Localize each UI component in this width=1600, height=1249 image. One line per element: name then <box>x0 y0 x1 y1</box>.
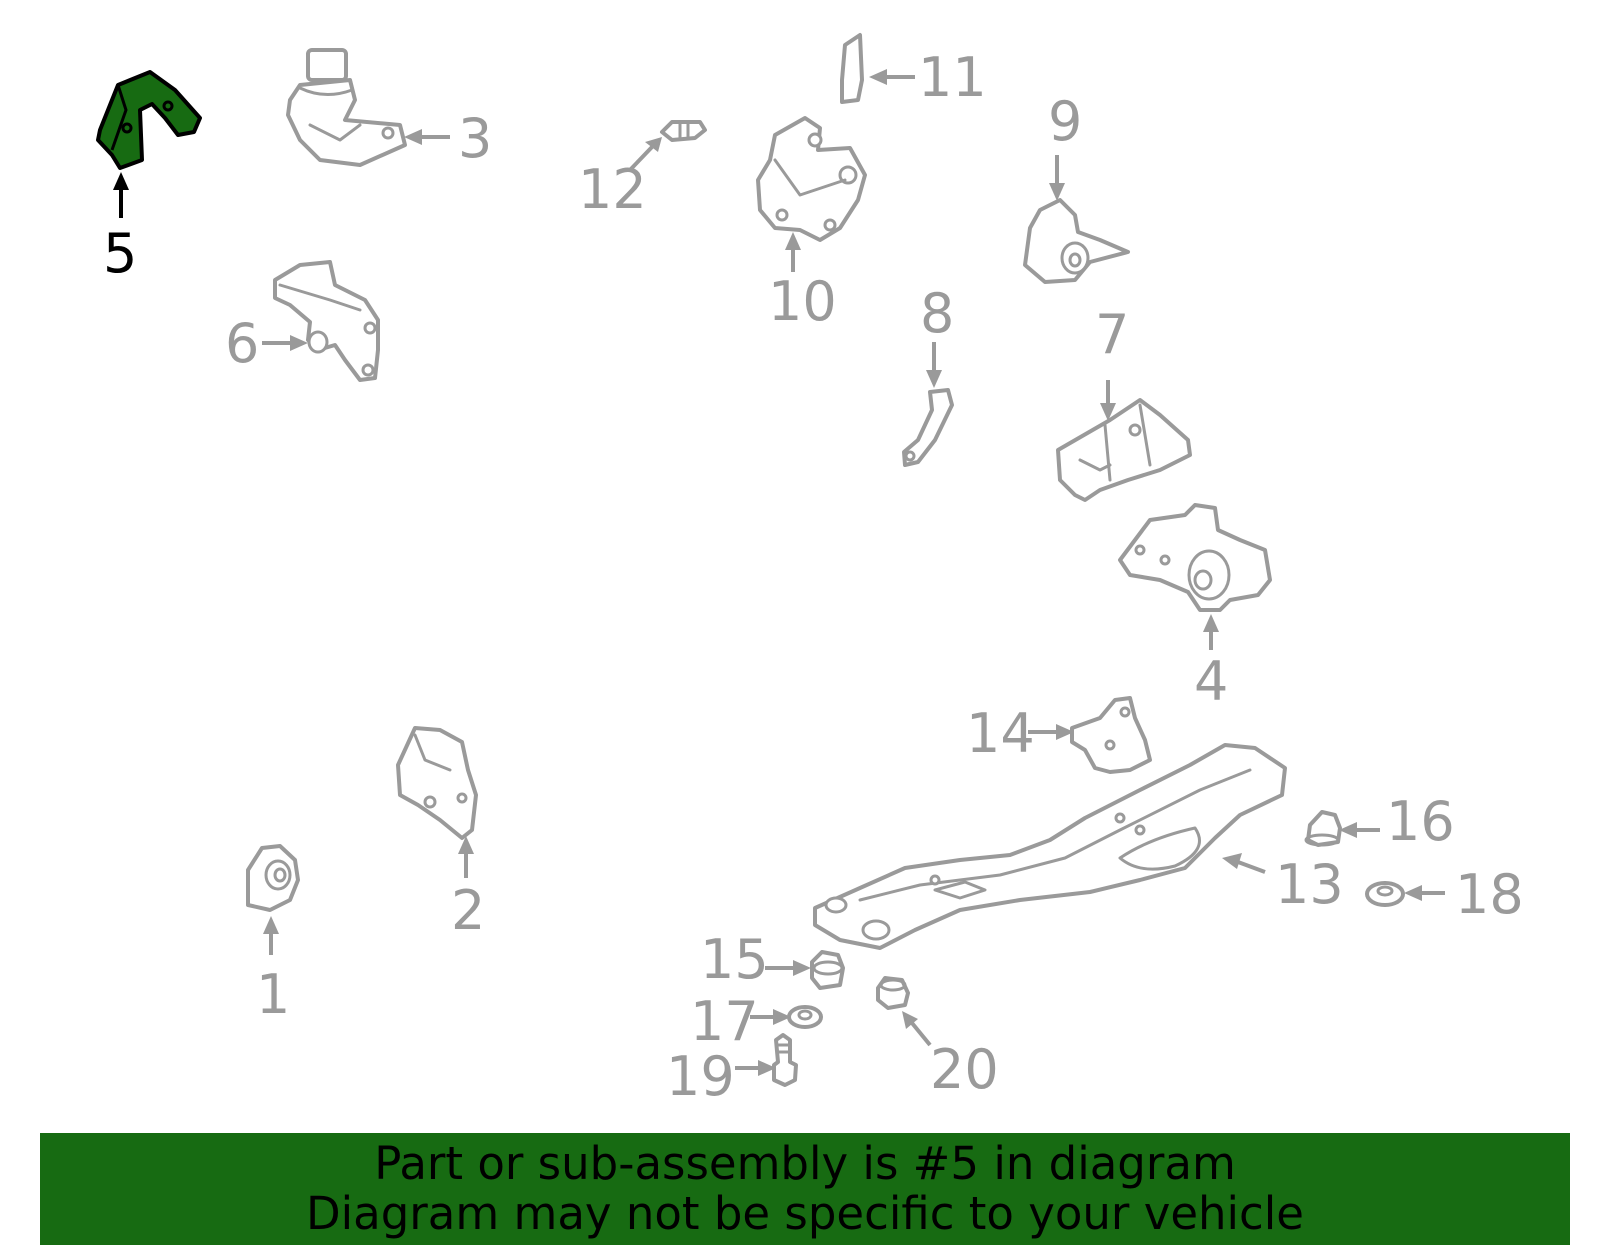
callout-8[interactable]: 8 <box>920 282 954 345</box>
callout-10-arrow <box>785 232 801 272</box>
callout-2[interactable]: 2 <box>451 879 485 942</box>
part-1-bushing[interactable] <box>246 844 300 912</box>
callout-18-arrow <box>1404 885 1445 901</box>
callout-13-arrow <box>1222 853 1266 874</box>
callout-4-arrow <box>1203 614 1219 650</box>
callout-15[interactable]: 15 <box>700 928 769 991</box>
callout-20[interactable]: 20 <box>930 1038 999 1101</box>
callout-11-arrow <box>869 69 915 85</box>
callout-6[interactable]: 6 <box>225 312 259 375</box>
part-11-bracket[interactable] <box>840 33 864 104</box>
callout-6-arrow <box>262 335 308 351</box>
callout-16[interactable]: 16 <box>1386 790 1455 853</box>
part-13-crossmember[interactable] <box>813 743 1287 950</box>
part-10-mount-bracket[interactable] <box>756 116 867 242</box>
callout-14[interactable]: 14 <box>966 702 1035 765</box>
part-12-bolt[interactable] <box>660 120 707 142</box>
part-5-bracket[interactable] <box>96 70 202 170</box>
callout-10[interactable]: 10 <box>768 270 837 333</box>
callout-9-arrow <box>1049 155 1065 201</box>
callout-14-arrow <box>1028 724 1074 740</box>
callout-17-arrow <box>750 1009 791 1025</box>
callout-5-arrow <box>113 172 129 218</box>
callout-16-arrow <box>1339 822 1380 838</box>
part-3-mount[interactable] <box>286 48 407 167</box>
part-15-bushing[interactable] <box>810 950 845 990</box>
callout-13[interactable]: 13 <box>1275 853 1344 916</box>
part-7-mount[interactable] <box>1056 398 1192 502</box>
callout-4[interactable]: 4 <box>1194 650 1228 713</box>
callout-5[interactable]: 5 <box>103 222 137 285</box>
callout-18[interactable]: 18 <box>1455 863 1524 926</box>
info-banner: Part or sub-assembly is #5 in diagram Di… <box>40 1133 1570 1245</box>
callout-19[interactable]: 19 <box>666 1045 735 1108</box>
banner-line-1: Part or sub-assembly is #5 in diagram <box>374 1137 1236 1190</box>
part-8-stay[interactable] <box>902 388 954 467</box>
callout-12[interactable]: 12 <box>578 158 647 221</box>
part-14-bracket[interactable] <box>1070 696 1152 774</box>
part-6-bracket[interactable] <box>273 260 380 382</box>
callout-20-arrow <box>902 1011 932 1047</box>
callout-9[interactable]: 9 <box>1048 90 1082 153</box>
part-17-washer[interactable] <box>787 1005 823 1029</box>
part-4-mount[interactable] <box>1118 503 1272 612</box>
part-9-mount[interactable] <box>1023 198 1130 284</box>
callout-15-arrow <box>765 960 811 976</box>
part-16-nut[interactable] <box>1304 810 1342 847</box>
part-18-washer[interactable] <box>1365 881 1405 907</box>
callout-1[interactable]: 1 <box>256 963 290 1026</box>
callout-3-arrow <box>404 129 450 145</box>
callout-7[interactable]: 7 <box>1095 303 1129 366</box>
callout-7-arrow <box>1100 380 1116 421</box>
callout-1-arrow <box>263 916 279 955</box>
callout-3[interactable]: 3 <box>458 107 492 170</box>
part-19-bolt[interactable] <box>772 1033 798 1087</box>
callout-8-arrow <box>926 342 942 388</box>
callout-17[interactable]: 17 <box>690 990 759 1053</box>
callout-19-arrow <box>735 1060 776 1076</box>
part-20-nut[interactable] <box>876 976 910 1010</box>
callout-11[interactable]: 11 <box>918 46 987 109</box>
part-2-bracket[interactable] <box>396 726 478 840</box>
banner-line-2: Diagram may not be specific to your vehi… <box>306 1187 1304 1240</box>
callout-12-arrow <box>628 137 662 172</box>
callout-2-arrow <box>458 836 474 878</box>
